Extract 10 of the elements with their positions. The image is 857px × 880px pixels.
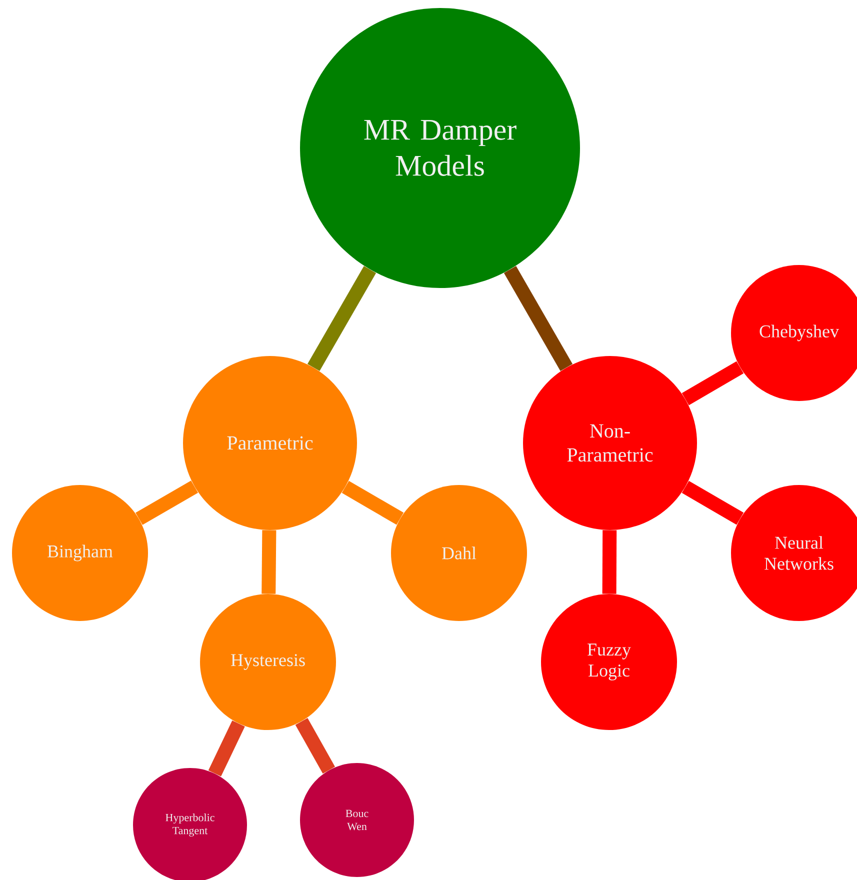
connection-bar: [682, 480, 744, 525]
connection-bar: [136, 480, 198, 525]
connection-bar: [682, 361, 744, 406]
connection-bar: [342, 480, 404, 525]
connection-bar: [504, 266, 573, 371]
connection-bar: [262, 530, 276, 594]
connection-bar: [295, 718, 336, 774]
connection-bar: [307, 266, 376, 371]
connection-bar: [602, 530, 617, 594]
connection-bar: [208, 720, 245, 776]
